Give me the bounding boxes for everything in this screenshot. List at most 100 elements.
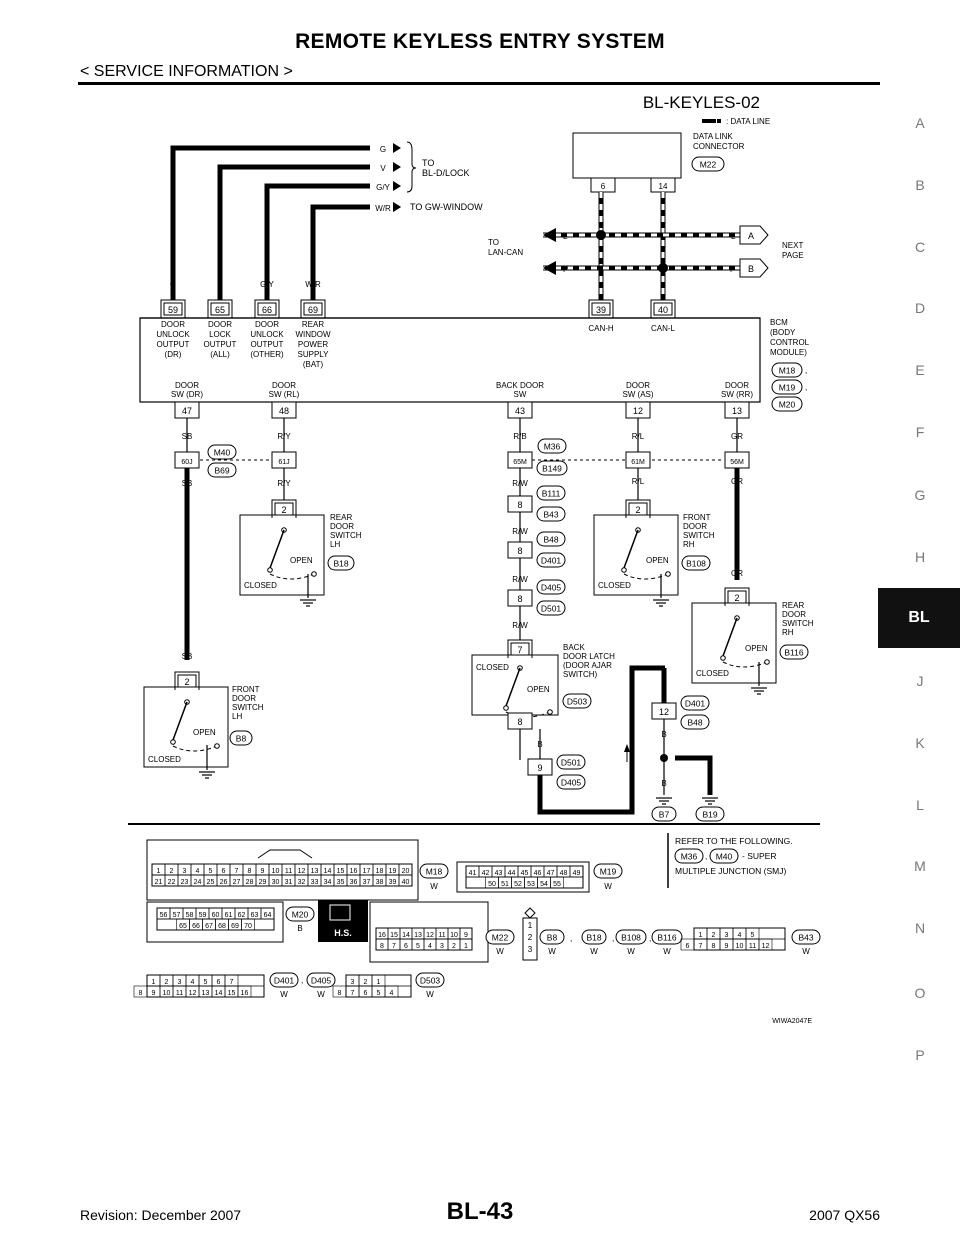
pin-number: 12 xyxy=(633,406,643,416)
m22-connector-grid: 5 xyxy=(416,943,420,950)
pin-number: 3 xyxy=(528,945,533,954)
d401-connector-tag: D401 xyxy=(274,976,295,986)
section-index-c[interactable]: C xyxy=(914,239,926,255)
wire-color-label: GR xyxy=(731,569,743,578)
label: , xyxy=(612,934,614,943)
bcm-pin-label: WINDOW xyxy=(295,330,331,339)
arrow-icon xyxy=(393,181,401,191)
m18-connector-tag: M18 xyxy=(426,867,443,877)
m18-connector-body xyxy=(257,849,313,859)
bcm-pin-label: DOOR xyxy=(161,320,185,329)
inline-connector-tag xyxy=(536,579,566,595)
bcm-connector-tag: M18 xyxy=(779,366,796,376)
m19-connector-grid: 48 xyxy=(560,870,568,877)
d503-connector-grid: 1 xyxy=(377,979,381,986)
section-index-b[interactable]: B xyxy=(915,177,925,193)
section-index-p[interactable]: P xyxy=(915,1047,925,1063)
inline-connector-tag: D501 xyxy=(561,758,582,768)
m19-connector-grid: 54 xyxy=(540,881,548,888)
bcm-pin-label: CAN-L xyxy=(651,324,676,333)
m22-connector-grid: 9 xyxy=(464,932,468,939)
section-index-o[interactable]: O xyxy=(914,985,926,1001)
section-index-m[interactable]: M xyxy=(914,858,926,874)
bcm-label: (BODY xyxy=(770,328,796,337)
m18-connector-grid: 28 xyxy=(246,879,254,886)
switch-state-label: CLOSED xyxy=(244,581,277,590)
connector-color: W xyxy=(426,990,434,999)
inline-connector-tag xyxy=(536,600,566,616)
d401-connector-grid: 13 xyxy=(202,990,210,997)
back-door-latch-connector-tag xyxy=(562,693,592,709)
rear-door-lh-switch-icon xyxy=(269,573,315,580)
label: , xyxy=(805,383,807,392)
rear-door-rh-pin xyxy=(724,587,750,606)
m20-connector-grid: 67 xyxy=(205,923,213,930)
bcm-pin-label: OUTPUT xyxy=(157,340,190,349)
m18-connector-grid: 27 xyxy=(233,879,241,886)
section-index-n[interactable]: N xyxy=(914,920,926,936)
rear-door-rh-switch-icon xyxy=(764,659,770,665)
switch-state-label: OPEN xyxy=(527,685,550,694)
b43-connector-grid: 1 xyxy=(699,932,703,939)
m20-connector-grid: 61 xyxy=(225,912,233,919)
next-page-flag-b: B xyxy=(748,264,754,274)
bcm-connector-tag xyxy=(771,379,803,395)
rear-door-lh-pin xyxy=(271,499,297,518)
m20-connector-grid: 66 xyxy=(192,923,200,930)
d503-connector-grid: 5 xyxy=(377,990,381,997)
bcm-pin-59 xyxy=(160,299,186,318)
connector-color: W xyxy=(604,882,612,891)
b43-connector-grid: 10 xyxy=(736,943,744,950)
front-door-rh-switch-icon xyxy=(621,567,627,573)
m18-connector-grid: 36 xyxy=(350,879,358,886)
front-door-switch-rh xyxy=(593,514,679,596)
connector-color: W xyxy=(430,882,438,891)
m18-connector-grid: 17 xyxy=(363,868,371,875)
wire-color-label: L xyxy=(563,232,568,241)
next-page-flag-a xyxy=(739,225,769,245)
dlc-label: CONNECTOR xyxy=(693,142,745,151)
brace xyxy=(406,141,417,193)
section-index-f[interactable]: F xyxy=(915,424,925,440)
harness-side-icon xyxy=(329,904,351,921)
wire-color-label: V xyxy=(380,164,386,173)
m18-connector-grid: 3 xyxy=(183,868,187,875)
switch-state-label: CLOSED xyxy=(148,755,181,764)
arrow-icon xyxy=(543,261,556,275)
bcm-pin-65: 65 xyxy=(215,305,225,315)
m20-connector-grid: 59 xyxy=(199,912,207,919)
wire-color-label: G/Y xyxy=(260,280,274,289)
next-page-label: NEXT xyxy=(782,241,803,250)
section-index-j[interactable]: J xyxy=(916,673,924,689)
m20-connector-tag: M20 xyxy=(292,910,309,920)
section-index-k[interactable]: K xyxy=(915,735,925,751)
rear-door-rh-label: RH xyxy=(782,628,794,637)
m18-connector-grid: 37 xyxy=(363,879,371,886)
m18-connector-grid: 34 xyxy=(324,879,332,886)
m20-connector-grid: 63 xyxy=(251,912,259,919)
section-index-g[interactable]: G xyxy=(914,487,926,503)
m20-connector-grid: 56 xyxy=(160,912,168,919)
bcm-connector-tag: M20 xyxy=(779,400,796,410)
section-index-d[interactable]: D xyxy=(914,300,926,316)
junction-connector-tag: M36 xyxy=(544,442,561,452)
section-index-l[interactable]: L xyxy=(916,797,924,813)
section-index-h[interactable]: H xyxy=(914,549,926,565)
m20-connector-grid: 65 xyxy=(179,923,187,930)
d401-connector-grid: 1 xyxy=(152,979,156,986)
wire-color-label: G xyxy=(380,145,386,154)
door-switch-connector-tag: B8 xyxy=(547,933,558,943)
m18-connector-grid: 13 xyxy=(311,868,319,875)
label: , xyxy=(805,366,807,375)
section-index-bl[interactable]: BL xyxy=(878,588,960,648)
m22-connector-grid: 6 xyxy=(404,943,408,950)
wire-b xyxy=(675,755,713,795)
bcm-connector-tag xyxy=(771,362,803,378)
m22-connector-grid: 10 xyxy=(450,932,458,939)
m20-connector-tag xyxy=(285,906,315,922)
section-index-e[interactable]: E xyxy=(915,362,925,378)
junction-connector-tag: B69 xyxy=(214,466,229,476)
arrow-icon xyxy=(543,228,556,242)
section-index-a[interactable]: A xyxy=(915,115,925,131)
refer-note: , xyxy=(705,852,707,861)
